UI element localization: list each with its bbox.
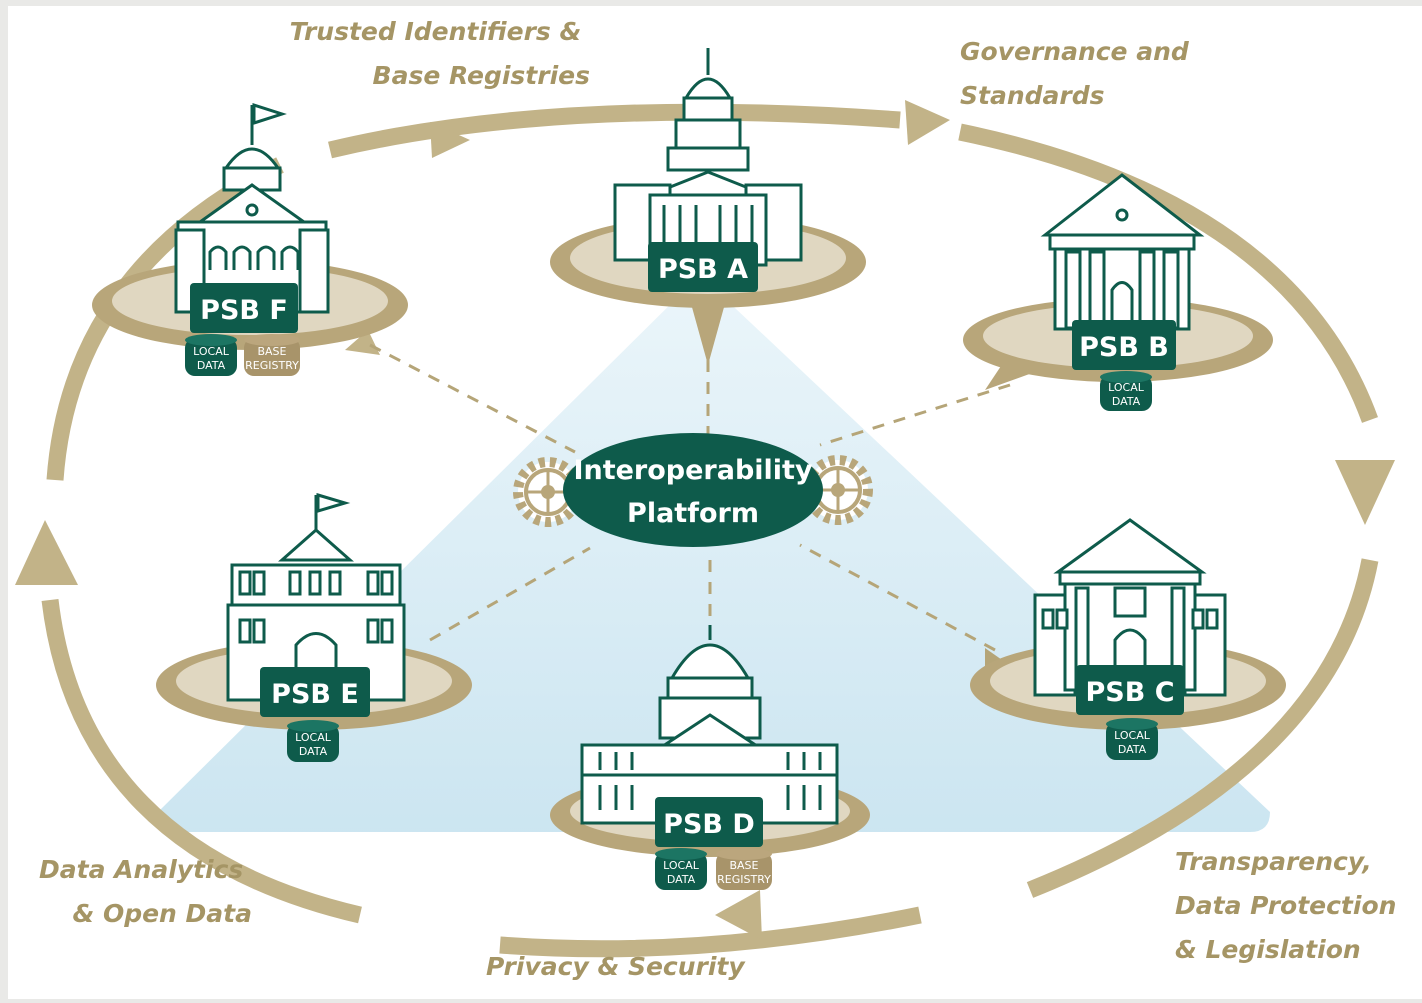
psb-label: PSB C xyxy=(1085,677,1174,708)
cylinder-body xyxy=(185,338,237,376)
local-data-store: LOCAL DATA xyxy=(1100,371,1152,411)
aspect-transparency: Transparency, Data Protection & Legislat… xyxy=(1175,847,1405,964)
cylinder-line: DATA xyxy=(667,873,696,886)
cylinder-line: BASE xyxy=(729,859,758,872)
cylinder-line: LOCAL xyxy=(295,731,332,744)
cylinder-top xyxy=(244,334,300,346)
psb-label-box xyxy=(655,797,763,847)
aspect-governance: Governance and Standards xyxy=(960,37,1198,110)
cylinder-line: BASE xyxy=(257,345,286,358)
aspect-line: Data Analytics xyxy=(39,855,243,884)
base-registry-store: BASE REGISTRY xyxy=(716,848,772,890)
psb-label: PSB F xyxy=(200,295,288,326)
aspect-line: & Legislation xyxy=(1175,935,1361,964)
local-data-store: LOCAL DATA xyxy=(287,720,339,762)
cylinder-line: DATA xyxy=(197,359,226,372)
psb-e: PSB E LOCAL DATA xyxy=(156,492,472,762)
ring-pointer xyxy=(985,360,1035,390)
cylinder-body xyxy=(655,852,707,890)
cylinder-body xyxy=(244,338,300,376)
ring-pointer xyxy=(690,300,726,365)
cylinder-line: DATA xyxy=(1112,395,1141,408)
psb-label-box xyxy=(260,667,370,717)
building-icon xyxy=(580,625,839,825)
psb-b: PSB B LOCAL DATA xyxy=(963,173,1273,411)
interoperability-hub: Interoperability Platform xyxy=(513,433,873,547)
building-icon xyxy=(613,48,803,267)
psb-label-box xyxy=(190,283,298,333)
hub-oval xyxy=(563,433,823,547)
psb-label: PSB E xyxy=(271,679,359,710)
aspect-line: Base Registries xyxy=(373,61,590,90)
cylinder-line: LOCAL xyxy=(663,859,700,872)
aspect-privacy-security: Privacy & Security xyxy=(486,952,746,981)
base-registry-store: BASE REGISTRY xyxy=(244,334,300,376)
psb-label-box xyxy=(1072,320,1176,370)
psb-d: PSB D LOCAL DATA BASE REGISTRY xyxy=(550,625,870,890)
psb-label: PSB B xyxy=(1079,332,1169,363)
cylinder-line: LOCAL xyxy=(1108,381,1145,394)
cylinder-top xyxy=(287,720,339,732)
aspect-line: Privacy & Security xyxy=(486,952,746,981)
building-icon xyxy=(226,492,406,702)
psb-label: PSB D xyxy=(663,809,755,840)
cylinder-top xyxy=(655,848,707,860)
cylinder-line: REGISTRY xyxy=(717,873,771,886)
cylinder-body xyxy=(716,852,772,890)
cylinder-top xyxy=(1100,371,1152,383)
aspect-data-analytics: Data Analytics & Open Data xyxy=(39,855,252,928)
aspect-line: Data Protection xyxy=(1175,891,1396,920)
gear-icon xyxy=(803,455,873,525)
cylinder-top xyxy=(185,334,237,346)
psb-c: PSB C LOCAL DATA xyxy=(970,518,1286,760)
aspect-line: Transparency, xyxy=(1175,847,1372,876)
aspect-line: & Open Data xyxy=(72,899,252,928)
cylinder-body xyxy=(287,724,339,762)
psb-a: PSB A xyxy=(550,48,866,365)
aspect-line: Governance and xyxy=(960,37,1190,66)
cylinder-body xyxy=(1106,722,1158,760)
cylinder-top xyxy=(1106,718,1158,730)
psb-f: PSB F LOCAL DATA BASE REGISTRY xyxy=(92,102,408,376)
building-icon xyxy=(1040,173,1205,331)
aspect-trusted-identifiers: Trusted Identifiers & Base Registries xyxy=(290,17,590,90)
aspect-line: Trusted Identifiers & xyxy=(290,17,582,46)
psb-label: PSB A xyxy=(658,254,748,285)
cylinder-line: DATA xyxy=(1118,743,1147,756)
hub-label-line1: Interoperability xyxy=(573,455,813,486)
cylinder-line: LOCAL xyxy=(193,345,230,358)
cylinder-top xyxy=(716,848,772,860)
psb-label-box xyxy=(1076,665,1184,715)
cylinder-line: DATA xyxy=(299,745,328,758)
cycle-arrowheads xyxy=(15,100,1395,940)
local-data-store: LOCAL DATA xyxy=(655,848,707,890)
spokes xyxy=(369,343,1011,652)
cylinder-line: REGISTRY xyxy=(245,359,299,372)
cylinder-line: LOCAL xyxy=(1114,729,1151,742)
aspect-line: Standards xyxy=(960,81,1105,110)
local-data-store: LOCAL DATA xyxy=(1106,718,1158,760)
local-data-store: LOCAL DATA xyxy=(185,334,237,376)
hub-label-line2: Platform xyxy=(627,498,759,529)
cycle-ring xyxy=(41,103,1379,958)
psb-label-box xyxy=(648,242,758,292)
cylinder-body xyxy=(1100,375,1152,411)
